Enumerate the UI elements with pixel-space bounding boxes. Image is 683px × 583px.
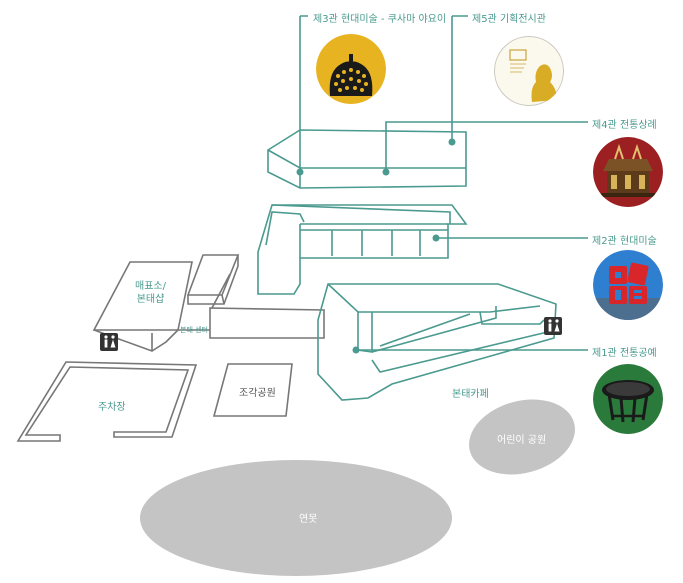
small-block-shape	[186, 254, 240, 296]
love-sculpture-icon	[593, 250, 663, 320]
gray-buildings	[16, 254, 325, 442]
hall2-thumbnail[interactable]	[593, 250, 663, 320]
parking-lot-shape	[16, 361, 198, 442]
lacquer-table-icon	[593, 364, 663, 434]
ticket-office-label-line1: 매표소/	[135, 281, 166, 292]
hall5-label[interactable]: 제5관 기획전시관	[472, 14, 546, 25]
pond-label[interactable]: 연못	[299, 514, 318, 525]
restroom-icon	[100, 333, 118, 351]
hall1-building-shape	[317, 283, 557, 401]
kids-park-area[interactable]	[461, 388, 584, 485]
cafe-label[interactable]: 본태카페	[452, 389, 489, 400]
kids-park-label[interactable]: 어린이 공원	[497, 435, 547, 446]
hall3-label[interactable]: 제3관 현대미술 - 쿠사마 야요이	[313, 14, 447, 25]
sculpture-park-shape	[212, 363, 293, 417]
hall4-label[interactable]: 제4관 전통상례	[592, 120, 657, 131]
pumpkin-artwork-icon	[316, 34, 386, 104]
hall1-label[interactable]: 제1관 전통공예	[592, 348, 657, 359]
ticket-office-label-line2: 본태샵	[136, 294, 165, 305]
hall2-label[interactable]: 제2관 현대미술	[592, 236, 657, 247]
hall4-thumbnail[interactable]	[593, 137, 663, 207]
hall1-thumbnail[interactable]	[593, 364, 663, 434]
sculpture-park-label[interactable]: 조각공원	[239, 388, 276, 399]
ticket-office-label[interactable]: 매표소/ 본태샵	[135, 280, 166, 306]
hall3-thumbnail[interactable]	[316, 34, 386, 104]
hall5-thumbnail[interactable]	[494, 36, 564, 106]
parking-label[interactable]: 주차장	[98, 402, 126, 413]
restroom-icon	[544, 317, 562, 335]
hall3-building-shape	[267, 129, 467, 189]
leader-dots	[296, 138, 456, 354]
center-connector-shape	[209, 307, 325, 339]
center-label[interactable]: 본태 센터	[180, 326, 208, 334]
leader-lines	[299, 15, 588, 351]
pond-area[interactable]	[140, 460, 452, 576]
buddha-poster-icon	[494, 36, 564, 106]
funeral-bier-icon	[593, 137, 663, 207]
hall2-building-shape	[257, 204, 468, 295]
